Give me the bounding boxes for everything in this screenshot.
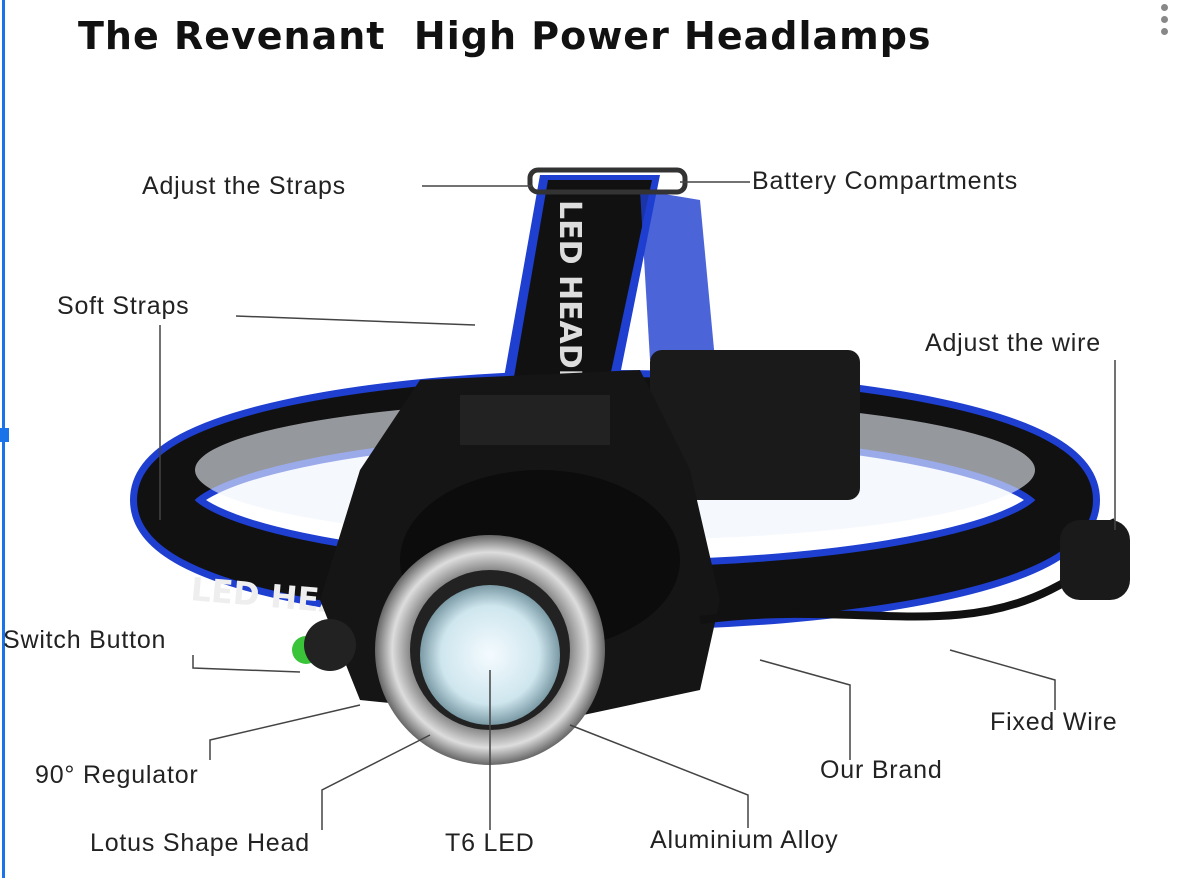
- label-our-brand: Our Brand: [820, 756, 943, 784]
- label-regulator: 90° Regulator: [35, 761, 199, 789]
- label-soft-straps: Soft Straps: [57, 292, 190, 320]
- leader-lines: [159, 181, 1116, 830]
- label-fixed-wire: Fixed Wire: [990, 708, 1118, 736]
- label-lotus-head: Lotus Shape Head: [90, 829, 310, 857]
- label-adjust-wire: Adjust the wire: [925, 329, 1101, 357]
- label-t6-led: T6 LED: [445, 829, 535, 857]
- label-switch-button: Switch Button: [3, 626, 167, 654]
- label-adjust-straps: Adjust the Straps: [142, 172, 346, 200]
- label-battery-compartments: Battery Compartments: [752, 167, 1019, 195]
- page-title: The Revenant High Power Headlamps: [78, 14, 932, 58]
- t6-led: [420, 585, 560, 725]
- battery-compartment: [650, 350, 860, 500]
- resize-handle[interactable]: [0, 428, 9, 442]
- more-options-icon[interactable]: [1158, 4, 1170, 40]
- lamp-head: [292, 370, 720, 765]
- label-aluminium-alloy: Aluminium Alloy: [650, 826, 839, 854]
- strap-buckle: [527, 167, 688, 195]
- coiled-wire: [1060, 520, 1130, 600]
